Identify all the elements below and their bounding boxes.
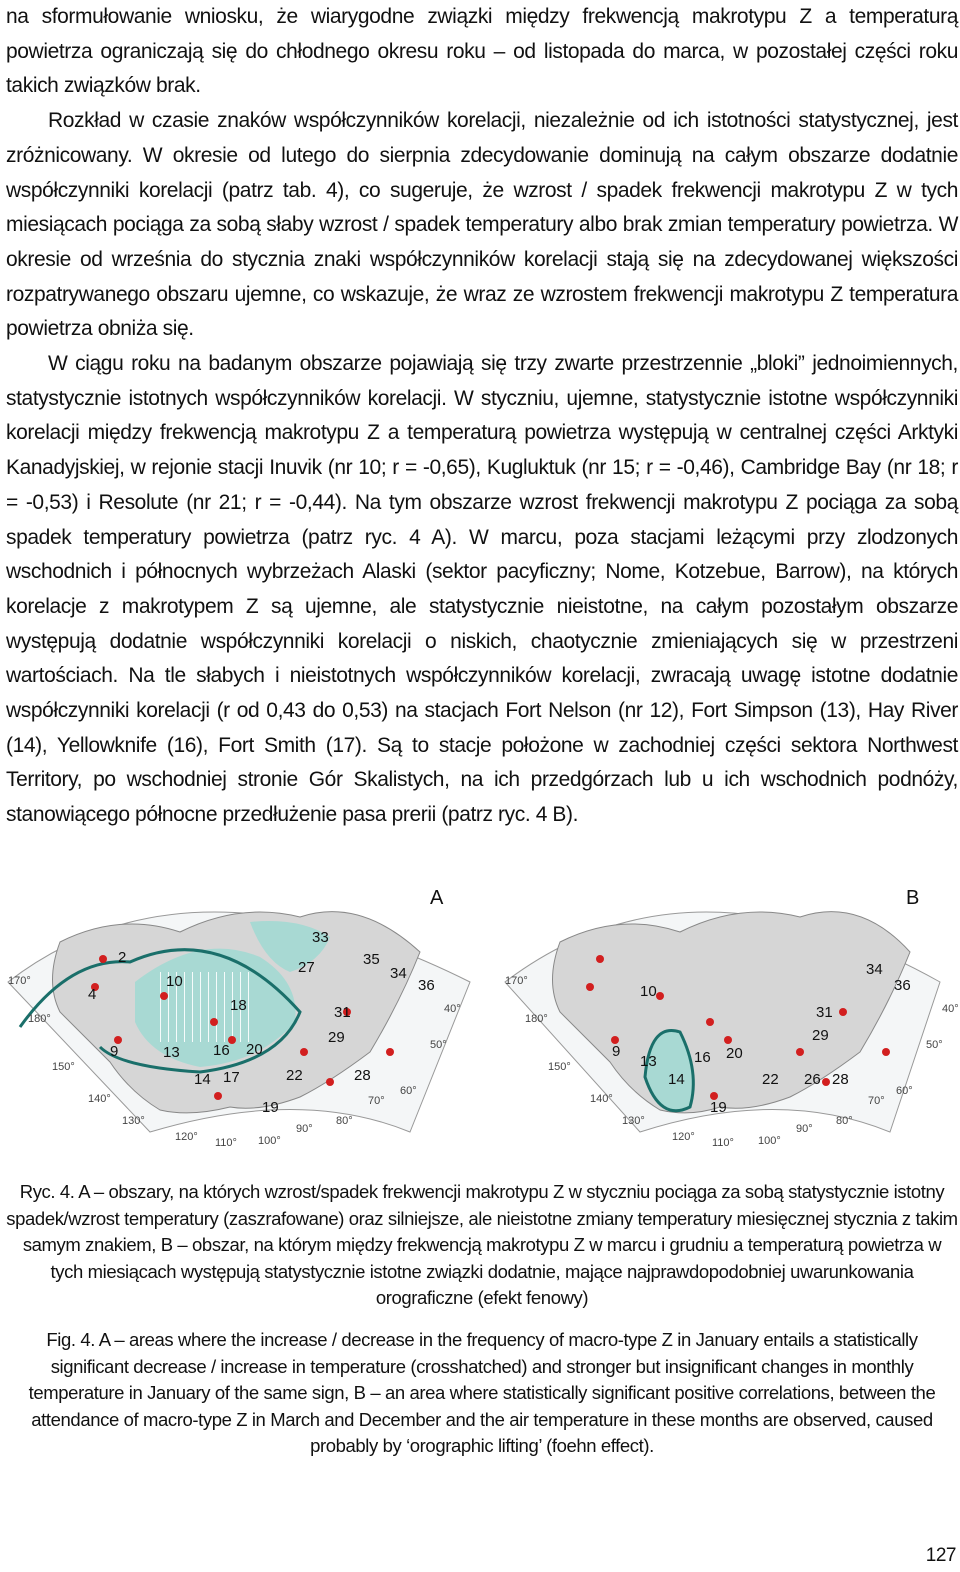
svg-text:2: 2 — [118, 949, 126, 966]
svg-text:16: 16 — [694, 1049, 711, 1066]
svg-text:90°: 90° — [796, 1123, 813, 1135]
svg-text:34: 34 — [390, 965, 407, 982]
svg-text:130°: 130° — [622, 1115, 645, 1127]
svg-text:180°: 180° — [525, 1013, 548, 1025]
map-panel-b: B — [504, 887, 941, 1133]
figure-caption-polish: Ryc. 4. A – obszary, na których wzrost/s… — [6, 1181, 958, 1309]
svg-text:31: 31 — [816, 1004, 833, 1021]
svg-text:170°: 170° — [505, 975, 528, 987]
svg-text:29: 29 — [812, 1027, 829, 1044]
map-a-outline — [18, 948, 302, 1074]
svg-text:35: 35 — [363, 951, 380, 968]
station-labels-b: 10 13 14 16 20 22 26 28 29 31 34 36 19 9 — [612, 961, 911, 1116]
svg-text:9: 9 — [612, 1043, 620, 1060]
svg-text:14: 14 — [194, 1071, 211, 1088]
svg-text:28: 28 — [832, 1071, 849, 1088]
svg-text:27: 27 — [298, 959, 315, 976]
svg-text:36: 36 — [894, 977, 911, 994]
svg-text:10: 10 — [640, 983, 657, 1000]
figure-caption-english: Fig. 4. A – areas where the increase / d… — [28, 1329, 936, 1457]
svg-text:13: 13 — [163, 1044, 180, 1061]
svg-text:40°: 40° — [942, 1003, 959, 1015]
panel-b-label: B — [906, 887, 919, 909]
longitude-labels: 170° 180° 150° 140° 130° 120° 110° 100° 90° 80… — [8, 975, 959, 1149]
svg-text:26: 26 — [804, 1071, 821, 1088]
svg-text:110°: 110° — [712, 1137, 734, 1149]
svg-text:120°: 120° — [672, 1131, 695, 1143]
map-a-hatched-area-north — [250, 921, 330, 972]
svg-text:20: 20 — [246, 1041, 263, 1058]
svg-text:150°: 150° — [52, 1061, 75, 1073]
svg-text:140°: 140° — [88, 1093, 111, 1105]
svg-text:130°: 130° — [122, 1115, 145, 1127]
svg-text:33: 33 — [312, 929, 329, 946]
stations-b — [586, 955, 890, 1100]
paragraph-1: na sformułowanie wniosku, że wiarygodne … — [6, 5, 958, 98]
map-panel-a: A — [7, 887, 471, 1133]
svg-text:50°: 50° — [926, 1039, 943, 1051]
svg-text:120°: 120° — [175, 1131, 198, 1143]
page-number: 127 — [925, 1545, 957, 1566]
svg-text:100°: 100° — [758, 1135, 781, 1147]
svg-text:22: 22 — [762, 1071, 779, 1088]
svg-text:50°: 50° — [430, 1039, 447, 1051]
svg-text:19: 19 — [710, 1099, 727, 1116]
svg-text:18: 18 — [230, 997, 247, 1014]
svg-text:150°: 150° — [548, 1061, 571, 1073]
svg-text:80°: 80° — [336, 1115, 353, 1127]
svg-text:170°: 170° — [8, 975, 31, 987]
svg-text:4: 4 — [88, 986, 96, 1003]
panel-a-label: A — [430, 887, 444, 909]
body-text: na sformułowanie wniosku, że wiarygodne … — [6, 0, 958, 833]
paragraph-2: Rozkład w czasie znaków współczynników k… — [6, 109, 958, 341]
svg-text:17: 17 — [223, 1069, 240, 1086]
svg-text:70°: 70° — [368, 1095, 385, 1107]
svg-text:19: 19 — [262, 1099, 279, 1116]
svg-text:16: 16 — [213, 1042, 230, 1059]
svg-text:34: 34 — [866, 961, 883, 978]
figure-4-maps: A B 2 4 10 18 20 27 35 34 36 9 13 16 14 — [7, 887, 959, 1149]
map-b-land — [552, 911, 911, 1114]
svg-text:13: 13 — [640, 1053, 657, 1070]
svg-text:60°: 60° — [400, 1085, 417, 1097]
svg-text:36: 36 — [418, 977, 435, 994]
svg-text:180°: 180° — [28, 1013, 51, 1025]
svg-text:100°: 100° — [258, 1135, 281, 1147]
svg-text:110°: 110° — [215, 1137, 237, 1149]
svg-text:80°: 80° — [836, 1115, 853, 1127]
svg-text:9: 9 — [110, 1043, 118, 1060]
map-b-highlight-area — [643, 1029, 695, 1113]
svg-text:70°: 70° — [868, 1095, 885, 1107]
svg-text:22: 22 — [286, 1067, 303, 1084]
svg-text:28: 28 — [354, 1067, 371, 1084]
svg-text:40°: 40° — [444, 1003, 461, 1015]
stations-a — [91, 955, 394, 1100]
svg-text:10: 10 — [166, 973, 183, 990]
svg-text:140°: 140° — [590, 1093, 613, 1105]
svg-text:20: 20 — [726, 1045, 743, 1062]
svg-text:60°: 60° — [896, 1085, 913, 1097]
svg-text:31: 31 — [334, 1004, 351, 1021]
svg-text:14: 14 — [668, 1071, 685, 1088]
svg-text:29: 29 — [328, 1029, 345, 1046]
paragraph-3: W ciągu roku na badanym obszarze pojawia… — [6, 352, 958, 827]
figure-4: A B 2 4 10 18 20 27 35 34 36 9 13 16 14 — [0, 862, 960, 1152]
svg-text:90°: 90° — [296, 1123, 313, 1135]
station-labels-a: 2 4 10 18 20 27 35 34 36 9 13 16 14 17 22 28 19 31 2… — [88, 929, 435, 1116]
